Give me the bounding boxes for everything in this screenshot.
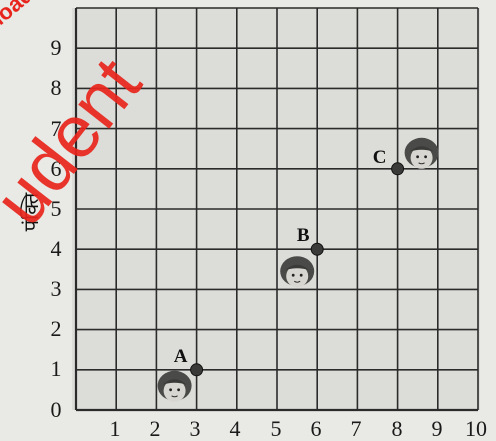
point-B [311, 243, 323, 255]
x-tick-2: 2 [150, 416, 161, 441]
x-tick-9: 9 [432, 416, 443, 441]
watermark-small-text: load [0, 0, 38, 30]
y-tick-3: 3 [51, 276, 62, 301]
y-tick-4: 4 [51, 236, 62, 261]
point-label-B: B [297, 225, 310, 246]
point-label-C: C [373, 147, 387, 168]
y-tick-1: 1 [51, 356, 62, 381]
x-tick-7: 7 [351, 416, 362, 441]
x-tick-1: 1 [110, 416, 121, 441]
x-tick-6: 6 [311, 416, 322, 441]
point-A [191, 364, 203, 376]
y-tick-0: 0 [51, 397, 62, 422]
x-tick-8: 8 [392, 416, 403, 441]
x-tick-3: 3 [190, 416, 201, 441]
y-tick-2: 2 [51, 316, 62, 341]
point-label-A: A [174, 346, 188, 367]
x-tick-4: 4 [230, 416, 241, 441]
y-tick-9: 9 [51, 35, 62, 60]
point-C [392, 163, 404, 175]
x-tick-5: 5 [271, 416, 282, 441]
x-tick-labels: 1 2 3 4 5 6 7 8 9 10 [110, 416, 488, 441]
x-tick-10: 10 [465, 416, 487, 441]
